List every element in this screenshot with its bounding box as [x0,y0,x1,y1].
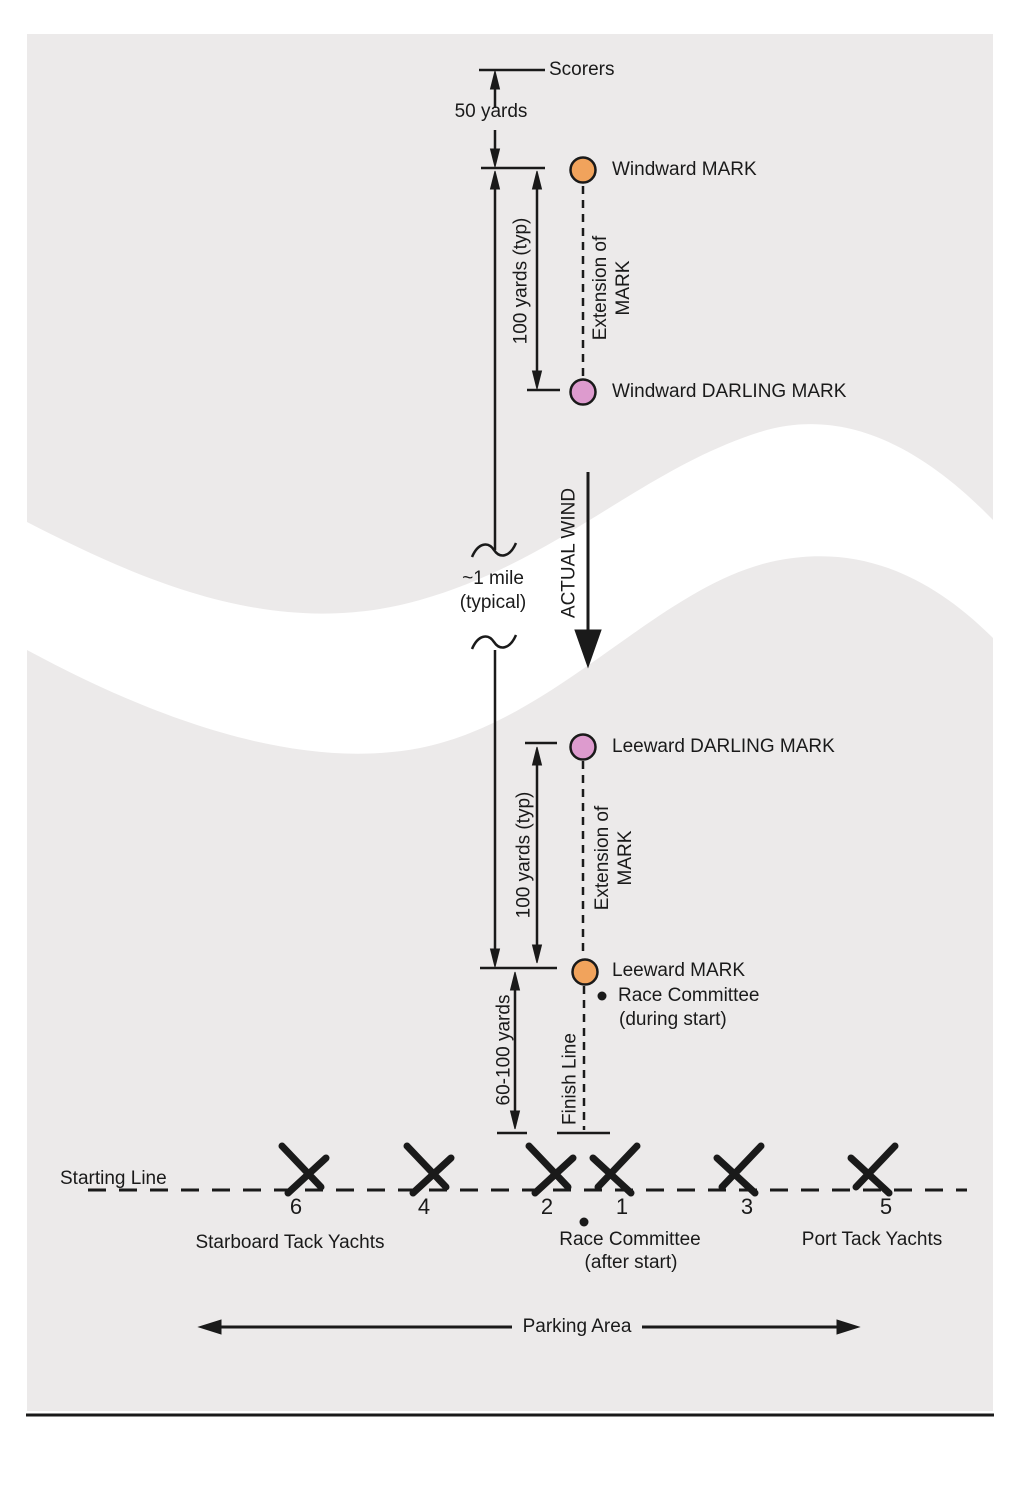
race-committee-during-start-dot [597,991,607,1001]
actual-wind-label: ACTUAL WIND [558,487,580,619]
leeward-spacing-dimension [480,741,557,970]
leeward-mark-buoy [571,958,599,986]
leeward-extension-label-line2: MARK [615,830,636,886]
parking-area-arrow [197,1319,861,1335]
break-squiggle-top [470,542,518,558]
yacht-1-port [589,1142,641,1197]
race-committee-after-start-label-line1: Race Committee [559,1229,701,1250]
yacht-number-2: 2 [540,1194,554,1219]
windward-extension-label-line1: Extension of [590,235,611,341]
start-distance-label: 60-100 yards [493,994,515,1106]
leeward-extension-label-line1: Extension of [592,805,613,911]
yacht-number-1: 1 [615,1194,629,1219]
leeward-extension-label: Extension of MARK [591,806,637,911]
yacht-3-port [713,1142,765,1197]
windward-extension-label-line2: MARK [613,260,634,316]
actual-wind-arrow [574,472,602,669]
race-committee-after-start-dot [579,1217,589,1227]
leeward-mark-label: Leeward MARK [612,960,746,981]
break-squiggle-bottom [470,634,518,650]
course-length-label-line2: (typical) [459,592,527,613]
course-diagram-panel [27,34,993,1411]
race-committee-after-start-label-line2: (after start) [584,1252,678,1273]
wave-band [27,424,993,754]
course-length-label-line1: ~1 mile [462,568,524,589]
start-distance-dimension [497,971,527,1135]
windward-spacing-dimension [527,170,560,392]
yacht-number-3: 3 [740,1194,754,1219]
yacht-number-5: 5 [879,1194,893,1219]
windward-darling-buoy [569,378,597,406]
race-committee-during-start-label-line1: Race Committee [618,985,760,1006]
starboard-tack-yachts-label: Starboard Tack Yachts [195,1232,385,1253]
yacht-number-4: 4 [417,1194,431,1219]
race-committee-during-start-label-line2: (during start) [619,1009,727,1030]
course-length-dimension [470,170,518,968]
windward-darling-label: Windward DARLING MARK [612,381,847,402]
windward-spacing-label: 100 yards (typ) [510,217,532,345]
scorers-dimension [479,68,545,170]
windward-extension-label: Extension of MARK [589,236,635,341]
finish-line-label: Finish Line [559,1033,581,1125]
windward-mark-label: Windward MARK [612,159,757,180]
leeward-darling-buoy [569,733,597,761]
windward-mark-buoy [569,156,597,184]
distance-50-yards-label: 50 yards [454,101,528,122]
yacht-number-6: 6 [289,1194,303,1219]
port-tack-yachts-label: Port Tack Yachts [801,1229,943,1250]
yacht-6-starboard [278,1142,330,1197]
yacht-2-starboard [525,1142,577,1197]
scorers-label: Scorers [549,59,615,80]
leeward-darling-label: Leeward DARLING MARK [612,736,835,757]
finish-line [557,986,610,1135]
parking-area-label: Parking Area [522,1316,632,1337]
starting-line-label: Starting Line [60,1168,167,1189]
leeward-spacing-label: 100 yards (typ) [513,791,535,919]
yacht-5-port [847,1142,899,1197]
yacht-4-starboard [403,1142,455,1197]
